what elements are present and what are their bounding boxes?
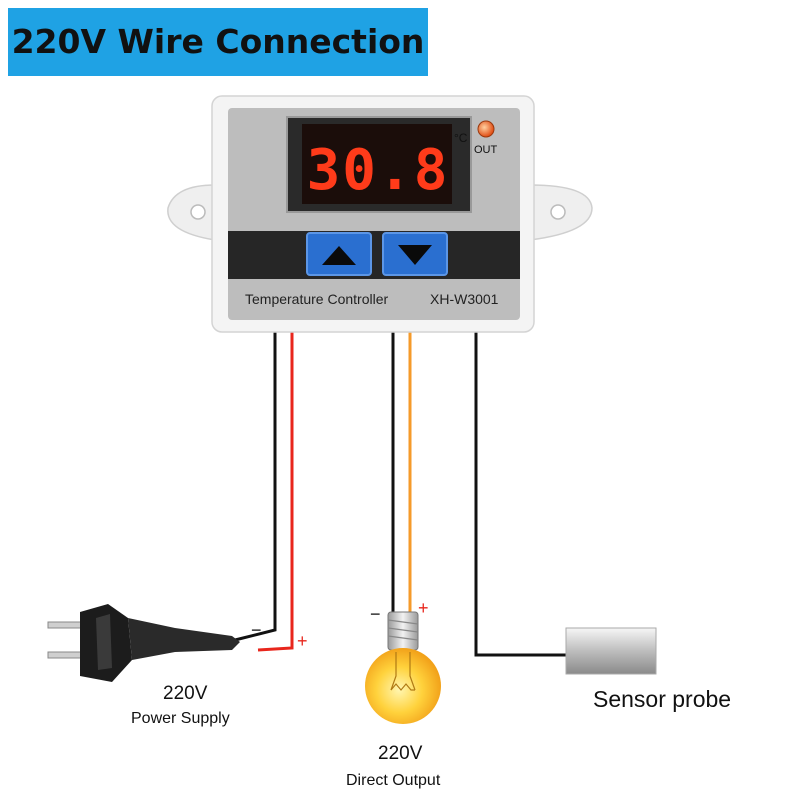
down-button[interactable] (382, 232, 448, 276)
controller-name-label: Temperature Controller (245, 291, 389, 307)
temperature-controller (211, 95, 535, 333)
up-arrow-icon (322, 246, 356, 265)
power-wire-black (234, 330, 277, 642)
power-voltage-label: 220V (163, 683, 208, 704)
indicator-led-icon (477, 120, 495, 138)
out-label: OUT (474, 144, 498, 156)
display-value: 30.8 (307, 138, 450, 203)
output-plus-label: + (418, 598, 429, 618)
direct-output-label: Direct Output (346, 772, 441, 789)
plug-icon (47, 604, 240, 682)
sensor-wire (474, 330, 570, 657)
light-bulb-icon (365, 611, 441, 724)
sensor-probe-icon (565, 627, 657, 675)
mounting-ears (167, 184, 593, 241)
down-arrow-icon (398, 245, 432, 265)
led-display (302, 124, 452, 204)
button-strip (228, 231, 520, 279)
power-minus-label: − (251, 620, 262, 640)
output-voltage-label: 220V (378, 743, 423, 764)
sensor-probe-label: Sensor probe (593, 686, 732, 712)
wires (234, 330, 570, 657)
unit-label: °C (454, 131, 468, 145)
power-wire-red (257, 330, 294, 652)
power-plus-label: + (297, 631, 308, 651)
output-minus-label: − (370, 604, 381, 624)
up-button[interactable] (306, 232, 372, 276)
page-title: 220V Wire Connection (11, 22, 425, 61)
power-supply-label: Power Supply (131, 710, 230, 727)
title-banner (8, 8, 428, 76)
controller-model-label: XH-W3001 (430, 291, 499, 307)
